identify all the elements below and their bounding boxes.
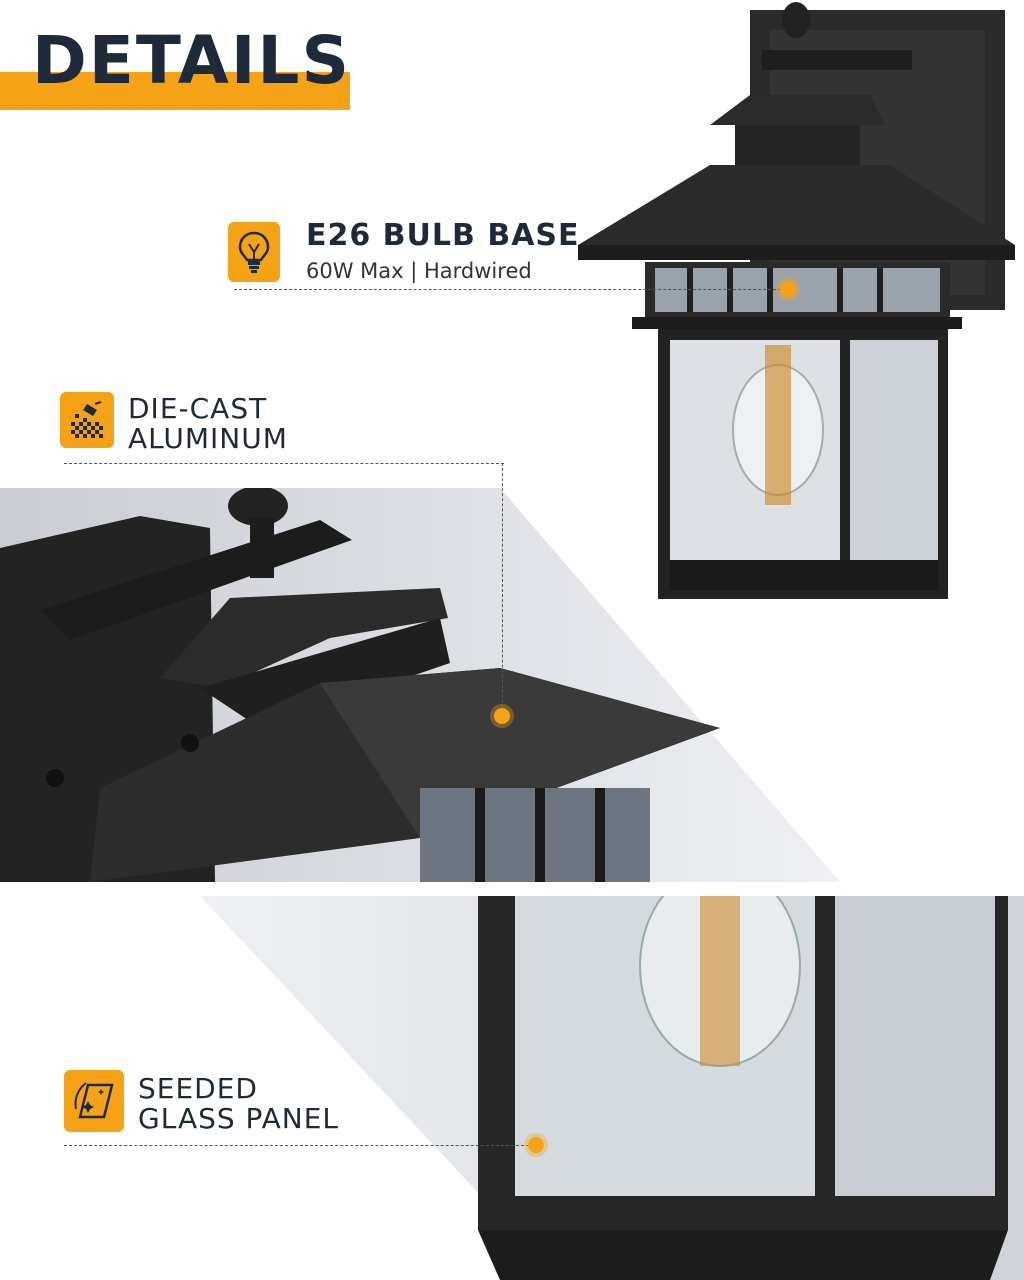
aluminum-feature-badge: [60, 392, 114, 448]
lantern-image: [578, 2, 1015, 599]
glass-callout-dot: [528, 1137, 544, 1153]
bulb-callout-line: [234, 289, 786, 290]
glass-callout-line: [64, 1145, 534, 1146]
aluminum-callout-line-v: [502, 463, 503, 713]
aluminum-callout-dot: [494, 708, 510, 724]
aluminum-feature-title-line1: DIE-CAST: [128, 392, 268, 425]
glass-feature-title-line1: SEEDED: [138, 1072, 258, 1105]
glass-feature-title-line2: GLASS PANEL: [138, 1102, 340, 1135]
glass-feature-badge: [64, 1070, 124, 1132]
glass-closeup-image: [200, 896, 1024, 1280]
glass-panel-icon: [74, 1082, 114, 1119]
title-accent-bar: [0, 72, 350, 110]
bulb-feature-subtitle: 60W Max | Hardwired: [306, 259, 532, 283]
page-title: DETAILS: [32, 22, 351, 99]
die-cast-icon: [71, 401, 103, 438]
bulb-feature-badge: [228, 222, 280, 282]
roof-closeup-image: [0, 488, 840, 882]
bulb-callout-dot: [780, 281, 796, 297]
aluminum-callout-line-h: [64, 463, 504, 464]
aluminum-feature-title-line2: ALUMINUM: [128, 422, 288, 455]
bulb-feature-title: E26 BULB BASE: [306, 218, 580, 253]
bulb-icon: [238, 231, 270, 273]
